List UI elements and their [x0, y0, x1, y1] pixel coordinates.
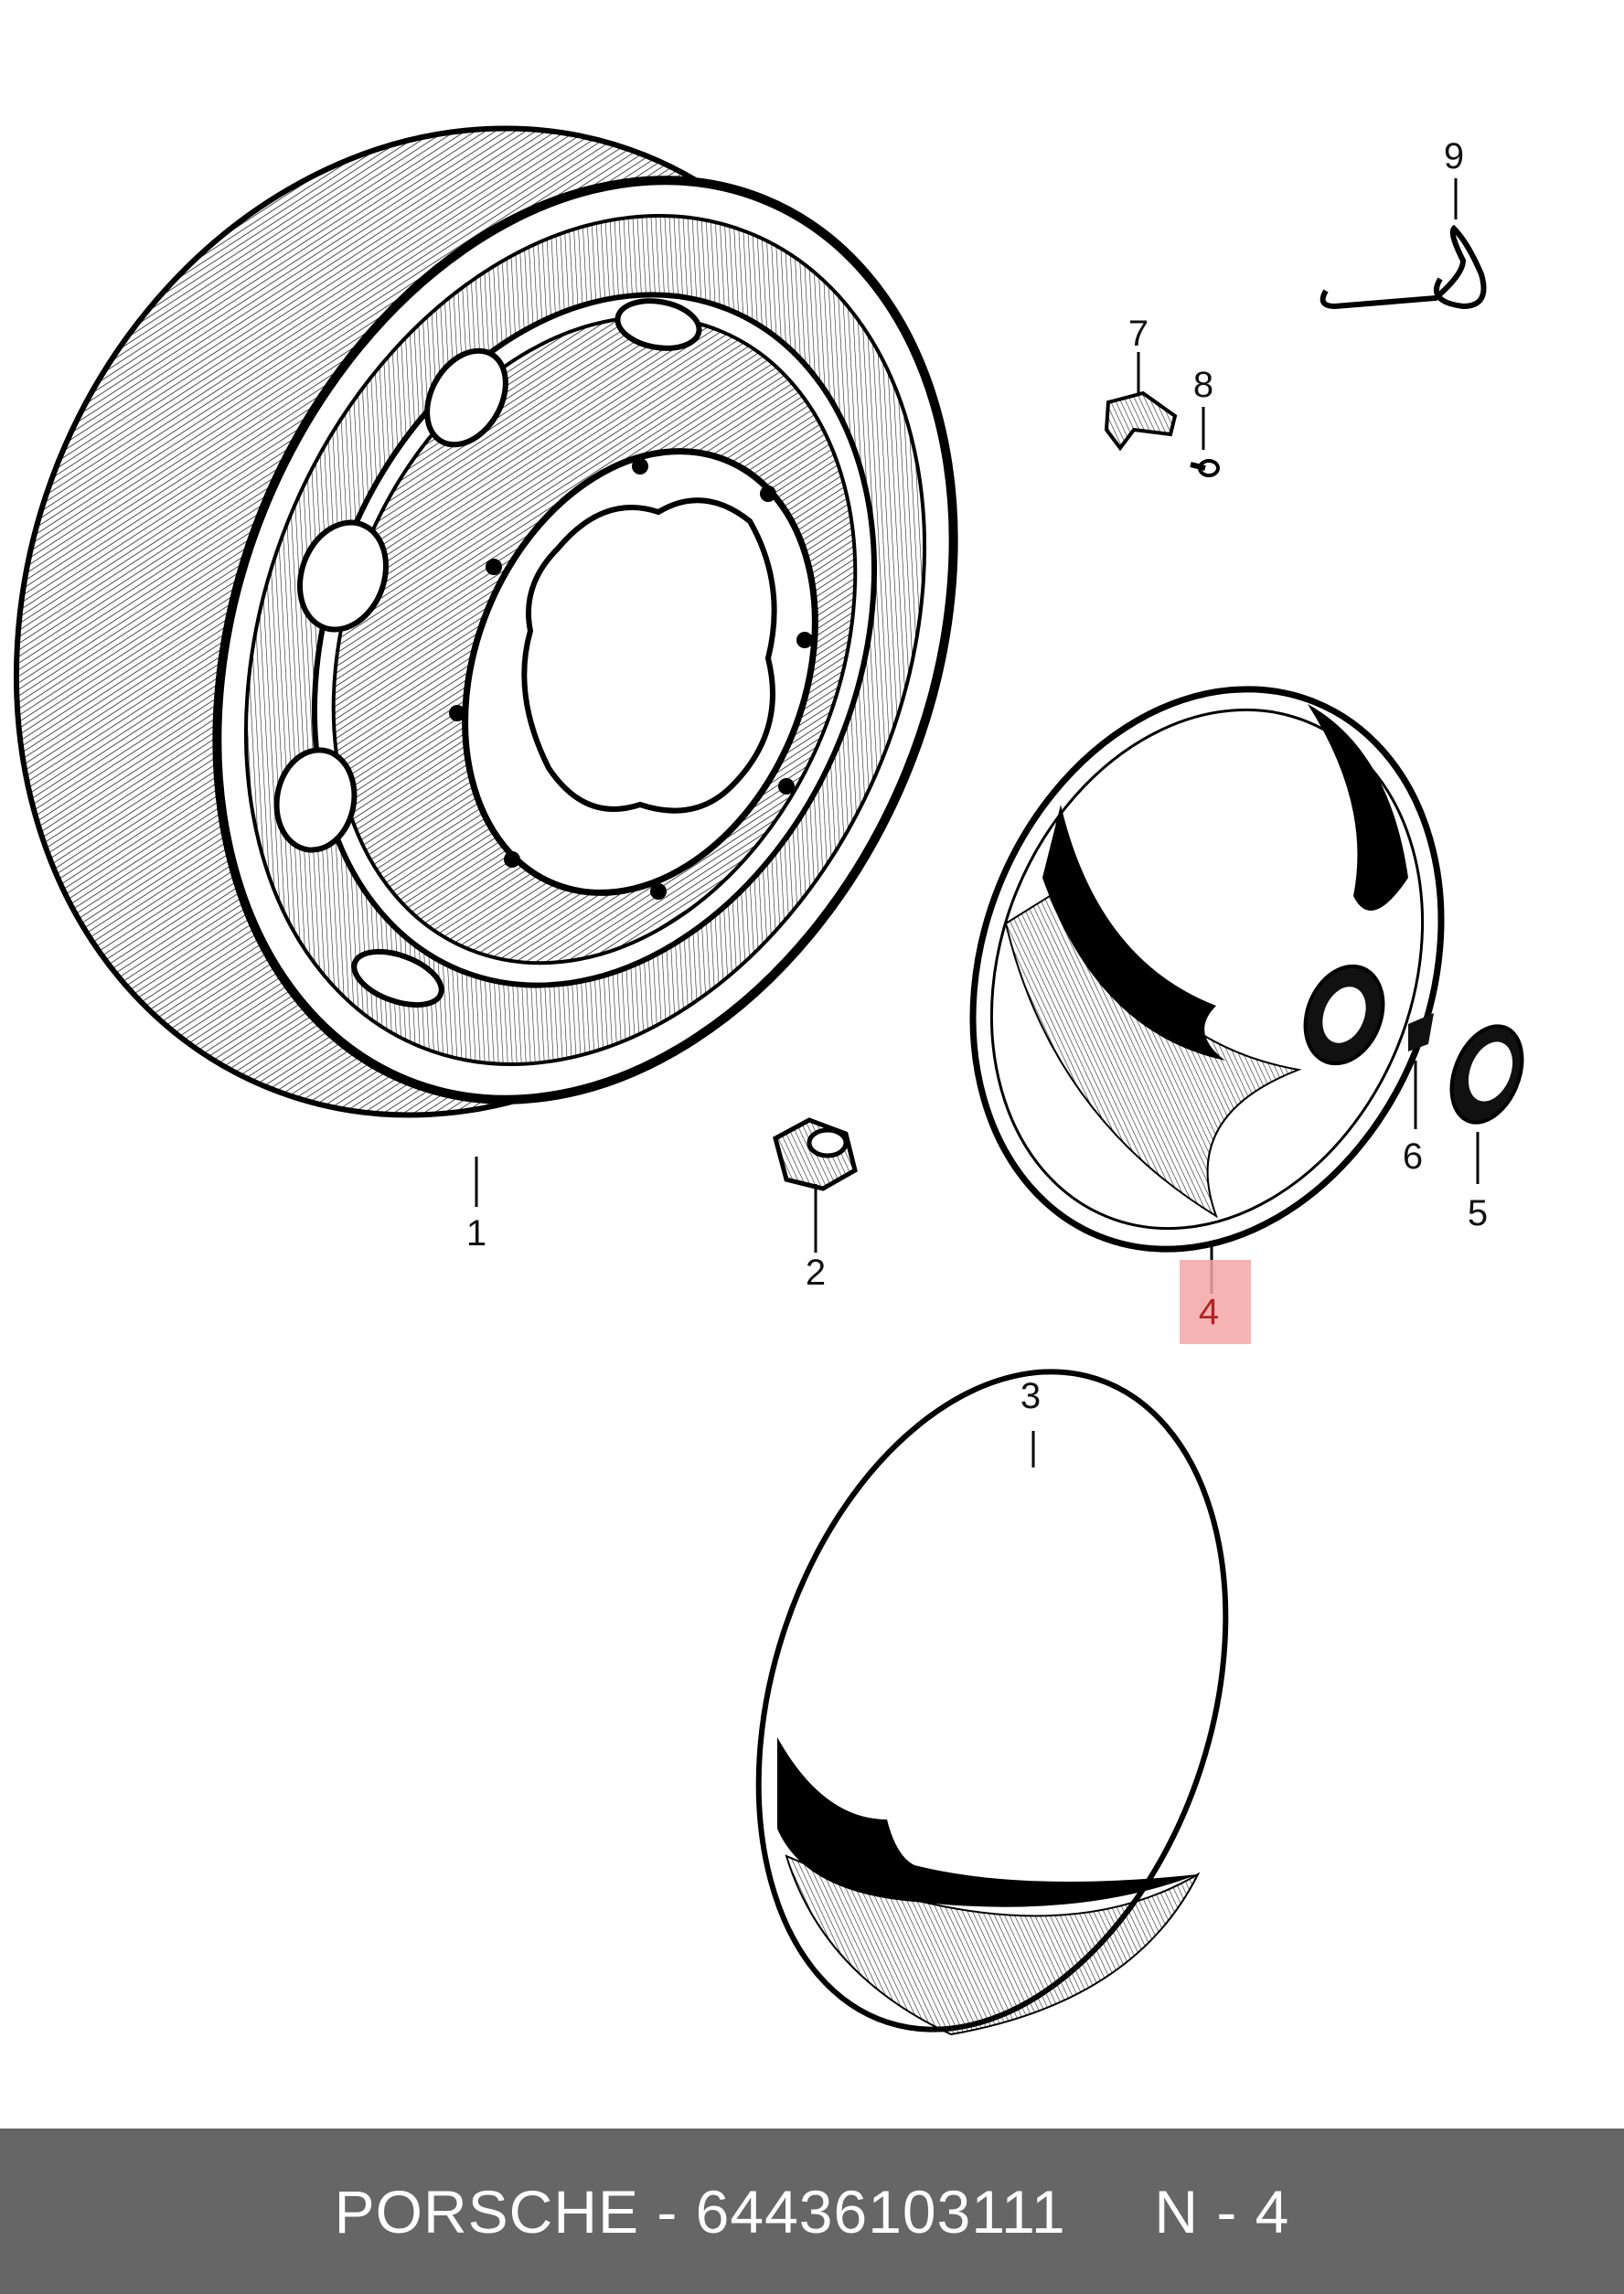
screw-illustration: [1190, 459, 1220, 477]
callout-8: 8: [1193, 365, 1213, 405]
highlight-box: [1180, 1260, 1251, 1344]
callout-2: 2: [806, 1253, 826, 1293]
bracket-illustration: [1104, 390, 1178, 452]
clip-illustration: [1408, 1013, 1434, 1051]
wheel-rim-illustration: [13, 125, 958, 1118]
callout-7: 7: [1128, 314, 1149, 354]
parts-diagram: 1 2 3 4 5 6 7 8 9: [13, 125, 1524, 2036]
callout-9: 9: [1444, 136, 1464, 176]
hubcap-with-crest-illustration: [969, 686, 1445, 1253]
crest-badge-illustration: [1449, 1024, 1524, 1125]
callout-5: 5: [1468, 1193, 1488, 1233]
callout-4: 4: [1199, 1292, 1219, 1332]
hubcap-plain-illustration: [755, 1369, 1229, 2036]
part-number-caption: PORSCHE - 64436103111 N - 4: [334, 2177, 1290, 2246]
leader-lines: [475, 178, 1480, 1467]
callout-6: 6: [1403, 1136, 1423, 1177]
spring-clip-illustration: [1320, 224, 1487, 310]
callout-3: 3: [1020, 1376, 1041, 1416]
footer-bar: PORSCHE - 64436103111 N - 4: [0, 2129, 1624, 2294]
callout-1: 1: [466, 1213, 486, 1254]
wheel-nut-illustration: [773, 1117, 858, 1191]
